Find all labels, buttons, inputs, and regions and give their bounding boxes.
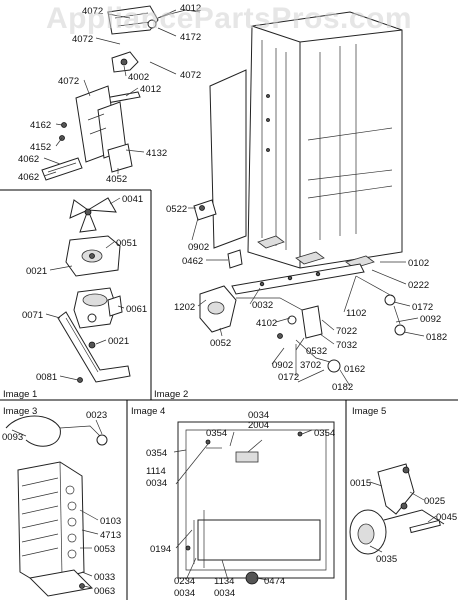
image-1-label: Image 1	[3, 389, 37, 400]
part-label: 2004	[248, 420, 269, 431]
freezer-liner	[177, 421, 335, 585]
part-label: 0194	[150, 544, 171, 555]
part-label: 0041	[122, 194, 143, 205]
part-label: 0522	[166, 204, 187, 215]
part-label: 0081	[36, 372, 57, 383]
part-label: 0033	[94, 572, 115, 583]
part-label: 4072	[72, 34, 93, 45]
leader-lines	[11, 9, 437, 589]
image-labels: Image 1 Image 2 Image 3 Image 4 Image 5	[3, 389, 386, 417]
image-4-label: Image 4	[131, 406, 165, 417]
part-label: 0462	[182, 256, 203, 267]
part-label: 4072	[82, 6, 103, 17]
part-label: 4152	[30, 142, 51, 153]
part-label: 0162	[344, 364, 365, 375]
part-label: 7022	[336, 326, 357, 337]
part-label: 0034	[146, 478, 167, 489]
part-label: 0051	[116, 238, 137, 249]
part-label: 0172	[278, 372, 299, 383]
part-label: 1202	[174, 302, 195, 313]
part-label: 0474	[264, 576, 285, 587]
part-label: 1134	[214, 576, 234, 587]
part-label: 4162	[30, 120, 51, 131]
part-callouts: 4072 4012 4072 4172 4002 4072 4012 4072 …	[2, 3, 457, 599]
part-label: 1114	[146, 466, 166, 477]
part-label: 0015	[350, 478, 371, 489]
part-label: 0045	[436, 512, 457, 523]
part-label: 4062	[18, 154, 39, 165]
evaporator-cover-assembly	[41, 5, 201, 181]
part-label: 0021	[26, 266, 47, 277]
part-label: 0025	[424, 496, 445, 507]
part-label: 1102	[346, 308, 366, 319]
part-label: 0071	[22, 310, 43, 321]
part-label: 4072	[58, 76, 79, 87]
drain-tube-assembly	[193, 199, 406, 373]
part-label: 0063	[94, 586, 115, 597]
part-label: 4132	[146, 148, 167, 159]
part-label: 0532	[306, 346, 327, 357]
part-label: 0902	[188, 242, 209, 253]
part-label: 0092	[420, 314, 441, 325]
part-label: 0182	[426, 332, 447, 343]
part-label: 4052	[106, 174, 127, 185]
part-label: 7032	[336, 340, 357, 351]
part-label: 4062	[18, 172, 39, 183]
refrigerator-cabinet	[209, 11, 403, 269]
part-label: 4002	[128, 72, 149, 83]
part-label: 0902	[272, 360, 293, 371]
part-label: 0061	[126, 304, 147, 315]
part-label: 0222	[408, 280, 429, 291]
fan-motor-assembly	[57, 197, 131, 383]
part-label: 0354	[206, 428, 227, 439]
part-label: 0354	[314, 428, 335, 439]
part-label: 0021	[108, 336, 129, 347]
part-label: 0023	[86, 410, 107, 421]
part-label: 0034	[214, 588, 235, 599]
image-3-label: Image 3	[3, 406, 37, 417]
part-label: 0103	[100, 516, 121, 527]
part-label: 4012	[140, 84, 161, 95]
part-label: 0034	[174, 588, 195, 599]
part-label: 4102	[256, 318, 277, 329]
image-2-label: Image 2	[154, 389, 188, 400]
part-label: 4012	[180, 3, 201, 14]
section-borders	[0, 189, 458, 600]
part-label: 0032	[252, 300, 273, 311]
part-label: 0053	[94, 544, 115, 555]
condenser-fan-motor	[349, 463, 445, 555]
part-label: 0035	[376, 554, 397, 565]
part-label: 3702	[300, 360, 321, 371]
part-label: 4172	[180, 32, 201, 43]
part-label: 0052	[210, 338, 231, 349]
part-label: 0102	[408, 258, 429, 269]
part-label: 0182	[332, 382, 353, 393]
part-label: 0354	[146, 448, 167, 459]
evaporator-coil	[5, 415, 108, 597]
part-label: 0234	[174, 576, 195, 587]
part-label: 0093	[2, 432, 23, 443]
part-label: 0034	[248, 410, 269, 421]
part-label: 0172	[412, 302, 433, 313]
part-label: 4072	[180, 70, 201, 81]
image-5-label: Image 5	[352, 406, 386, 417]
part-label: 4713	[100, 530, 121, 541]
